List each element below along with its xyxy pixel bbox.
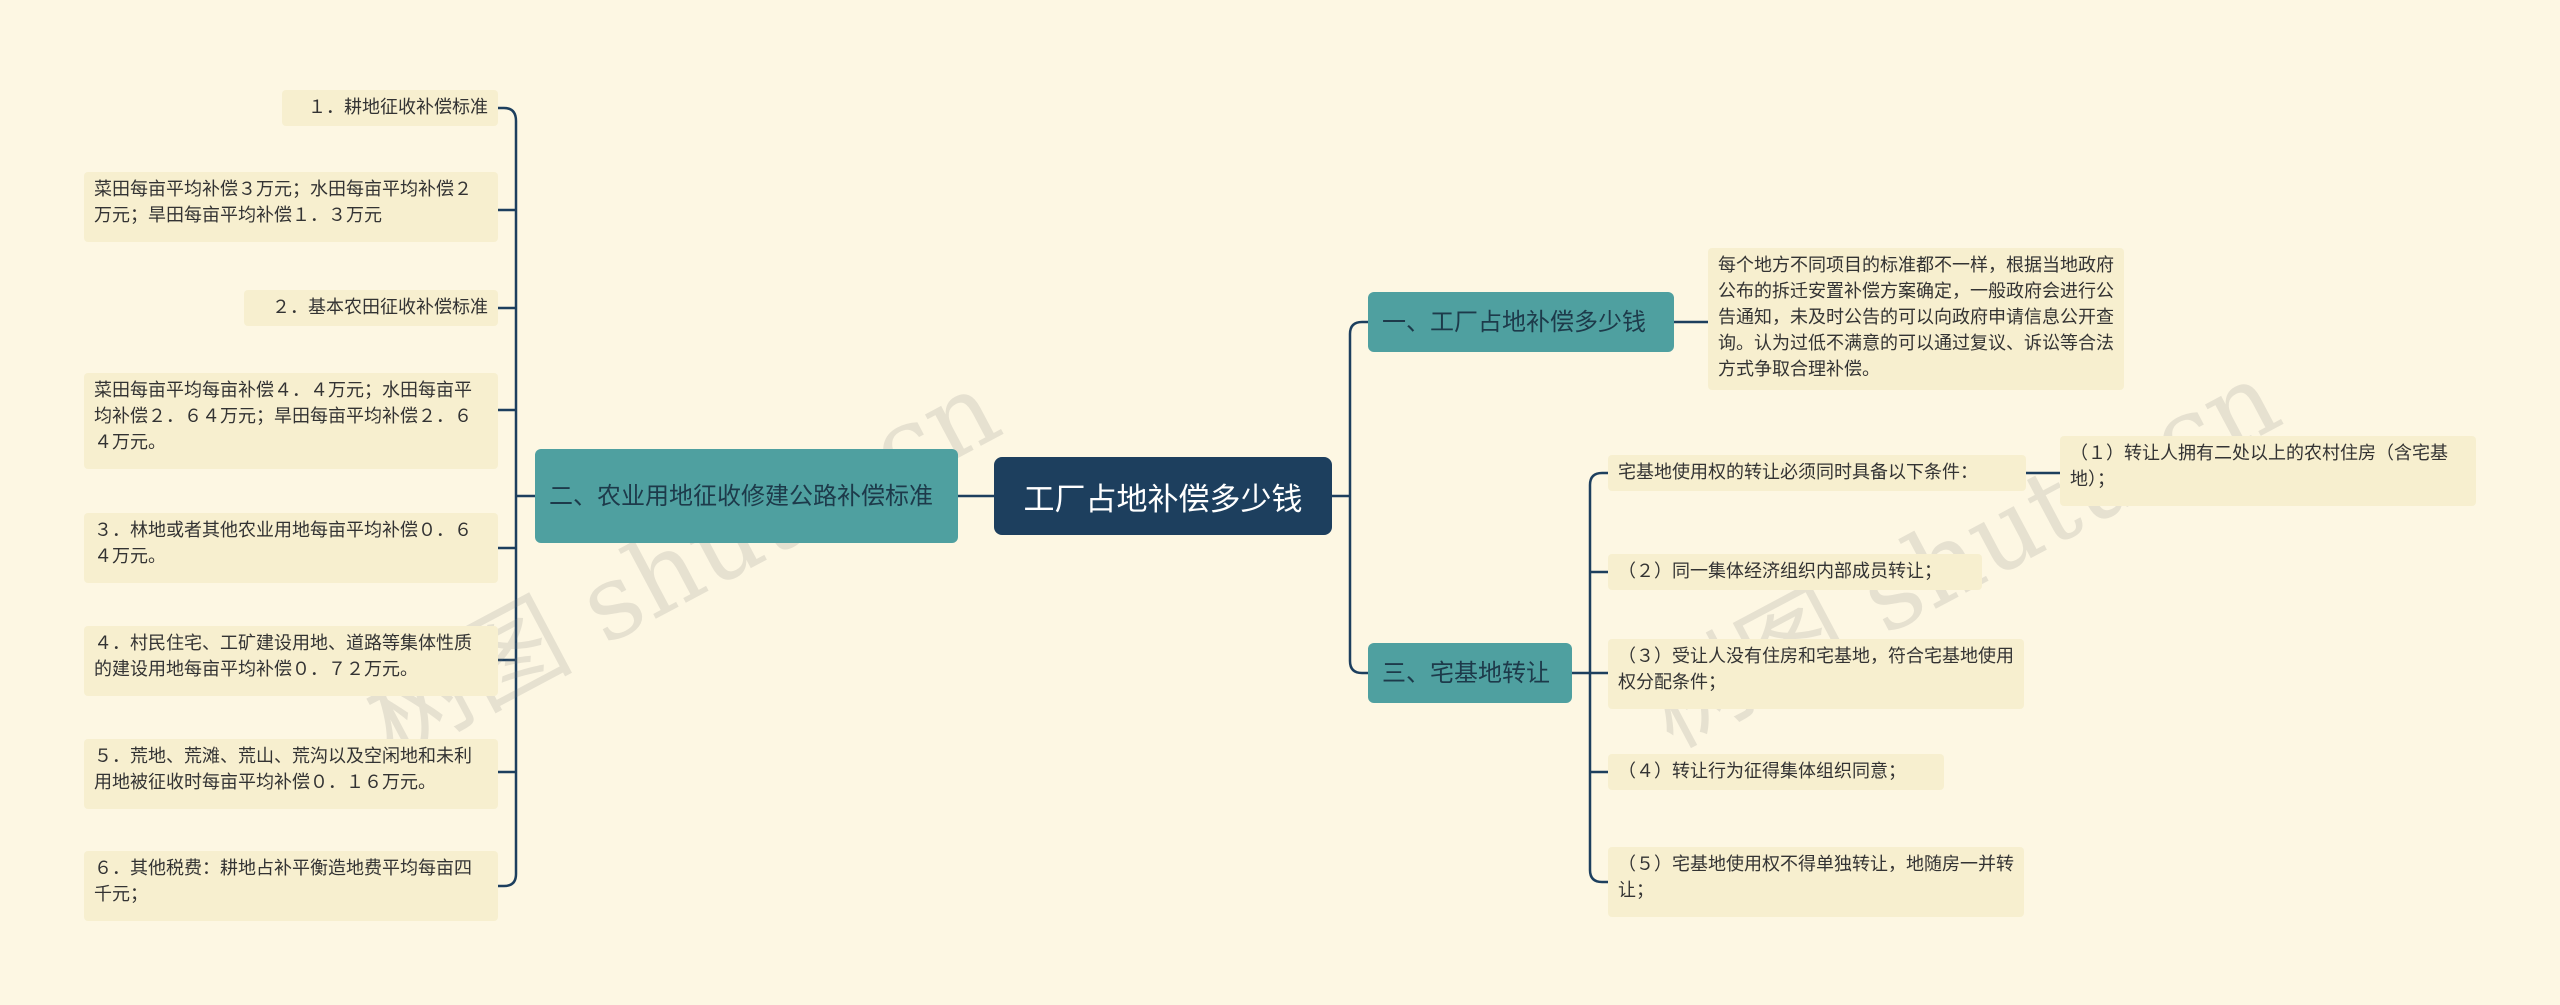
branch-farmland-compensation[interactable]: 二、农业用地征收修建公路补偿标准 (535, 449, 958, 543)
leaf-cultivated-land-rates[interactable]: 菜田每亩平均补偿３万元；水田每亩平均补偿２万元；旱田每亩平均补偿１．３万元 (84, 172, 498, 242)
leaf-forest-land[interactable]: ３．林地或者其他农业用地每亩平均补偿０．６４万元。 (84, 513, 498, 583)
link-right-spine (1348, 320, 1368, 675)
leaf-basic-farmland-rates[interactable]: 菜田每亩平均每亩补偿４．４万元；水田每亩平均补偿２．６４万元；旱田每亩平均补偿２… (84, 373, 498, 469)
leaf-condition-5[interactable]: （５）宅基地使用权不得单独转让，地随房一并转让； (1608, 847, 2024, 917)
leaf-residential-land[interactable]: ４．村民住宅、工矿建设用地、道路等集体性质的建设用地每亩平均补偿０．７２万元。 (84, 626, 498, 696)
leaf-condition-3[interactable]: （３）受让人没有住房和宅基地，符合宅基地使用权分配条件； (1608, 639, 2024, 709)
branch-label: 二、农业用地征收修建公路补偿标准 (549, 482, 933, 510)
root-topic[interactable]: 工厂占地补偿多少钱 (994, 457, 1332, 535)
leaf-cultivated-land-title[interactable]: １．耕地征收补偿标准 (282, 90, 498, 126)
branch-label: 一、工厂占地补偿多少钱 (1382, 308, 1646, 336)
branch-label: 三、宅基地转让 (1382, 659, 1550, 687)
leaf-condition-4[interactable]: （４）转让行为征得集体组织同意； (1608, 754, 1944, 790)
leaf-factory-compensation-detail[interactable]: 每个地方不同项目的标准都不一样，根据当地政府公布的拆迁安置补偿方案确定，一般政府… (1708, 248, 2124, 390)
link-left-spine (498, 106, 535, 888)
leaf-wasteland[interactable]: ５．荒地、荒滩、荒山、荒沟以及空闲地和未利用地被征收时每亩平均补偿０．１６万元。 (84, 739, 498, 809)
branch-homestead-transfer[interactable]: 三、宅基地转让 (1368, 643, 1572, 703)
leaf-basic-farmland-title[interactable]: ２．基本农田征收补偿标准 (244, 290, 498, 326)
leaf-condition-1[interactable]: （１）转让人拥有二处以上的农村住房（含宅基地）； (2060, 436, 2476, 506)
leaf-other-fees[interactable]: ６．其他税费：耕地占补平衡造地费平均每亩四千元； (84, 851, 498, 921)
branch-factory-compensation[interactable]: 一、工厂占地补偿多少钱 (1368, 292, 1674, 352)
leaf-condition-2[interactable]: （２）同一集体经济组织内部成员转让； (1608, 554, 1982, 590)
link-r2-spine (1572, 471, 1608, 884)
leaf-transfer-conditions[interactable]: 宅基地使用权的转让必须同时具备以下条件： (1608, 455, 2026, 491)
